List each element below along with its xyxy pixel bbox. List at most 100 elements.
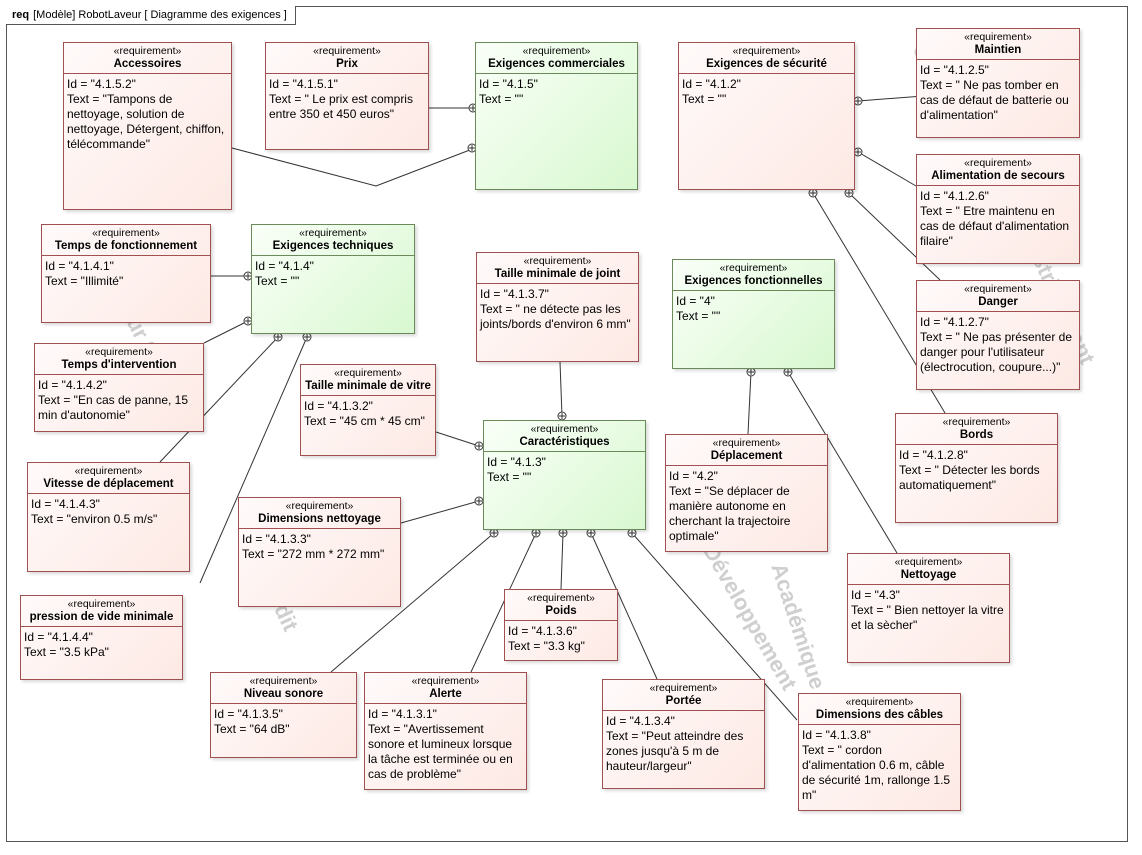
containment-line bbox=[435, 431, 480, 447]
containment-line bbox=[857, 151, 917, 187]
requirement-danger[interactable]: «requirement»Danger Id = "4.1.2.7"Text =… bbox=[916, 280, 1080, 390]
requirement-id: Id = "4.1.5" bbox=[479, 77, 538, 91]
requirement-id: Id = "4.1.4.2" bbox=[38, 378, 107, 392]
requirement-accessoires[interactable]: «requirement»Accessoires Id = "4.1.5.2"T… bbox=[63, 42, 232, 210]
stereotype-label: «requirement» bbox=[523, 255, 592, 267]
requirement-taille-vitre[interactable]: «requirement»Taille minimale de vitre Id… bbox=[300, 364, 436, 456]
requirement-dimensions-cables[interactable]: «requirement»Dimensions des câbles Id = … bbox=[798, 693, 961, 811]
requirement-alimentation-secours[interactable]: «requirement»Alimentation de secours Id … bbox=[916, 154, 1080, 264]
stereotype-label: «requirement» bbox=[74, 465, 143, 477]
containment-line bbox=[203, 320, 249, 344]
stereotype-label: «requirement» bbox=[334, 367, 402, 379]
requirement-nettoyage[interactable]: «requirement»Nettoyage Id = "4.3"Text = … bbox=[847, 553, 1010, 663]
stereotype-label: «requirement» bbox=[67, 598, 136, 610]
requirement-niveau-sonore[interactable]: «requirement»Niveau sonore Id = "4.1.3.5… bbox=[210, 672, 357, 758]
stereotype-label: «requirement» bbox=[85, 346, 153, 358]
requirement-prix[interactable]: «requirement»Prix Id = "4.1.5.1"Text = "… bbox=[265, 42, 429, 150]
containment-line bbox=[560, 532, 564, 590]
requirement-alerte[interactable]: «requirement»Alerte Id = "4.1.3.1"Text =… bbox=[364, 672, 527, 790]
requirement-poids[interactable]: «requirement»Poids Id = "4.1.3.6"Text = … bbox=[504, 589, 618, 661]
requirement-exigences-techniques[interactable]: «requirement»Exigences techniques Id = "… bbox=[251, 224, 415, 334]
requirement-exigences-fonctionnelles[interactable]: «requirement»Exigences fonctionnelles Id… bbox=[672, 259, 835, 369]
requirement-bords[interactable]: «requirement»Bords Id = "4.1.2.8"Text = … bbox=[895, 413, 1058, 523]
requirement-text: Text = " Ne pas présenter de danger pour… bbox=[920, 330, 1073, 374]
requirement-id: Id = "4.3" bbox=[851, 588, 900, 602]
stereotype-label: «requirement» bbox=[411, 675, 480, 687]
requirement-text: Text = "" bbox=[479, 92, 524, 106]
requirement-temps-intervention[interactable]: «requirement»Temps d'intervention Id = "… bbox=[34, 343, 204, 432]
requirement-text: Text = "" bbox=[255, 274, 300, 288]
stereotype-label: «requirement» bbox=[527, 592, 595, 604]
requirement-name: Vitesse de déplacement bbox=[43, 478, 174, 490]
requirement-name: pression de vide minimale bbox=[29, 611, 174, 623]
requirement-name: Alerte bbox=[429, 688, 462, 700]
requirement-id: Id = "4.1.2.5" bbox=[920, 63, 989, 77]
requirement-id: Id = "4.1.3.5" bbox=[214, 707, 283, 721]
stereotype-label: «requirement» bbox=[894, 556, 963, 568]
requirement-name: Danger bbox=[978, 296, 1018, 308]
frame-title: [Modèle] RobotLaveur [ Diagramme des exi… bbox=[33, 9, 287, 21]
requirement-text: Text = " Le prix est compris entre 350 e… bbox=[269, 92, 413, 121]
stereotype-label: «requirement» bbox=[732, 45, 801, 57]
stereotype-label: «requirement» bbox=[92, 227, 160, 239]
requirement-text: Text = "45 cm * 45 cm" bbox=[304, 414, 425, 428]
requirement-temps-fonctionnement[interactable]: «requirement»Temps de fonctionnement Id … bbox=[41, 224, 211, 323]
requirement-text: Text = " ne détecte pas les joints/bords… bbox=[480, 302, 631, 331]
requirement-vitesse-deplacement[interactable]: «requirement»Vitesse de déplacement Id =… bbox=[27, 462, 190, 572]
containment-line bbox=[787, 371, 898, 554]
containment-line bbox=[631, 532, 798, 721]
containment-line bbox=[199, 336, 308, 584]
requirement-exigences-securite[interactable]: «requirement»Exigences de sécurité Id = … bbox=[678, 42, 855, 190]
requirement-text: Text = "Tampons de nettoyage, solution d… bbox=[67, 92, 225, 151]
containment-circle-plus-icon bbox=[558, 528, 568, 538]
containment-circle-plus-icon bbox=[808, 188, 818, 198]
requirement-name: Dimensions des câbles bbox=[815, 709, 944, 721]
requirement-text: Text = "" bbox=[487, 470, 532, 484]
stereotype-label: «requirement» bbox=[845, 696, 914, 708]
requirement-name: Alimentation de secours bbox=[931, 170, 1065, 182]
requirement-text: Text = "Se déplacer de manière autonome … bbox=[669, 484, 791, 543]
requirement-text: Text = "Peut atteindre des zones jusqu'à… bbox=[606, 729, 744, 773]
requirement-name: Taille minimale de vitre bbox=[305, 380, 431, 392]
requirement-text: Text = " Etre maintenu en cas de défaut … bbox=[920, 204, 1070, 248]
containment-line bbox=[400, 500, 480, 524]
requirement-name: Taille minimale de joint bbox=[494, 268, 621, 280]
containment-circle-plus-icon bbox=[627, 528, 637, 538]
containment-circle-plus-icon bbox=[273, 332, 283, 342]
requirement-taille-joint[interactable]: «requirement»Taille minimale de joint Id… bbox=[476, 252, 639, 362]
requirement-id: Id = "4.1.3" bbox=[487, 455, 546, 469]
requirement-dimensions-nettoyage[interactable]: «requirement»Dimensions nettoyage Id = "… bbox=[238, 497, 401, 607]
requirement-name: Exigences commerciales bbox=[488, 58, 625, 70]
requirement-text: Text = " cordon d'alimentation 0.6 m, câ… bbox=[802, 743, 951, 802]
requirement-id: Id = "4.1.3.1" bbox=[368, 707, 437, 721]
containment-line bbox=[231, 147, 476, 187]
requirement-portee[interactable]: «requirement»Portée Id = "4.1.3.4"Text =… bbox=[602, 679, 765, 789]
containment-circle-plus-icon bbox=[853, 147, 863, 157]
containment-circle-plus-icon bbox=[531, 528, 541, 538]
requirement-caracteristiques[interactable]: «requirement»Caractéristiques Id = "4.1.… bbox=[483, 420, 646, 530]
requirement-text: Text = "3.3 kg" bbox=[508, 639, 585, 653]
requirement-text: Text = "272 mm * 272 mm" bbox=[242, 547, 385, 561]
requirement-name: Prix bbox=[336, 58, 358, 70]
requirement-id: Id = "4.1.3.6" bbox=[508, 624, 577, 638]
requirement-id: Id = "4.1.3.8" bbox=[802, 728, 871, 742]
requirement-name: Exigences techniques bbox=[272, 240, 394, 252]
requirement-text: Text = " Détecter les bords automatiquem… bbox=[899, 463, 1040, 492]
requirement-text: Text = "Avertissement sonore et lumineux… bbox=[368, 722, 513, 781]
requirement-id: Id = "4.1.4.4" bbox=[24, 630, 93, 644]
containment-circle-plus-icon bbox=[844, 188, 854, 198]
requirement-maintien[interactable]: «requirement»Maintien Id = "4.1.2.5"Text… bbox=[916, 28, 1080, 138]
requirement-pression-vide[interactable]: «requirement»pression de vide minimale I… bbox=[20, 595, 183, 680]
requirement-id: Id = "4.1.3.3" bbox=[242, 532, 311, 546]
requirement-name: Poids bbox=[545, 605, 577, 617]
requirement-exigences-commerciales[interactable]: «requirement»Exigences commerciales Id =… bbox=[475, 42, 638, 190]
stereotype-label: «requirement» bbox=[942, 416, 1011, 428]
requirement-text: Text = "" bbox=[676, 309, 721, 323]
requirement-deplacement[interactable]: «requirement»Déplacement Id = "4.2"Text … bbox=[665, 434, 828, 552]
containment-circle-plus-icon bbox=[302, 332, 312, 342]
requirement-name: Niveau sonore bbox=[243, 688, 324, 700]
containment-circle-plus-icon bbox=[783, 367, 793, 377]
diagram-frame-title: req[Modèle] RobotLaveur [ Diagramme des … bbox=[6, 6, 296, 25]
stereotype-label: «requirement» bbox=[719, 262, 788, 274]
